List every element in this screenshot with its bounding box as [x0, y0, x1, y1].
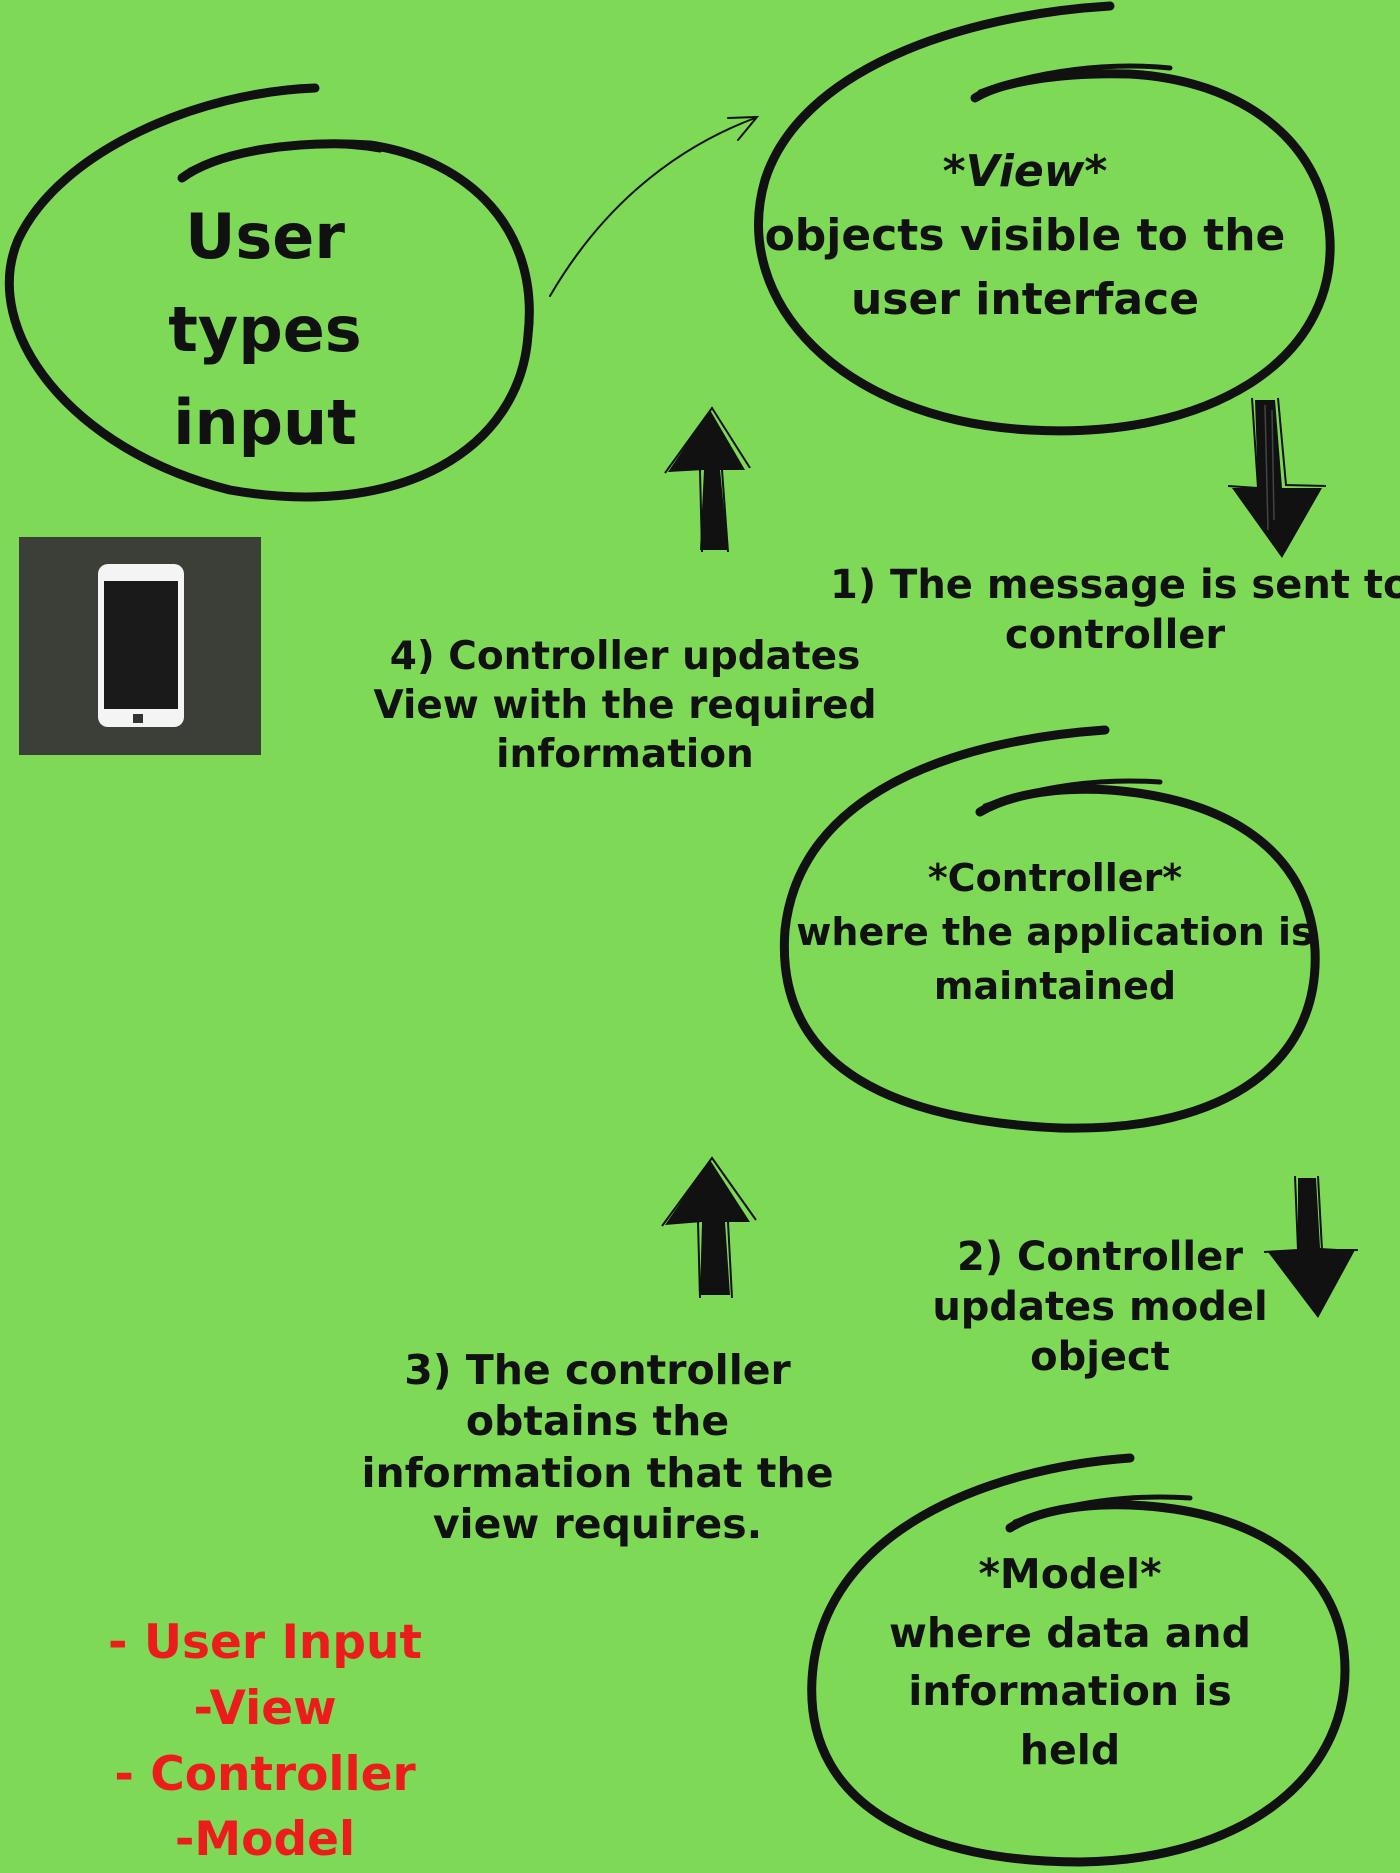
legend-item: - User Input: [108, 1615, 422, 1670]
user-input-bubble-outline: [4, 83, 534, 502]
view-node-label: *View* objects visible to the user inter…: [740, 140, 1310, 331]
model-node-label: *Model* where data and information is he…: [860, 1545, 1280, 1780]
step-3-line: information that the: [361, 1448, 834, 1497]
view-node-title: *View*: [942, 146, 1108, 197]
controller-node-line: where the application is: [796, 909, 1314, 954]
step-1-line: 1) The message is sent to: [830, 562, 1400, 608]
step-2-label: 2) Controller updates model object: [920, 1232, 1280, 1382]
model-node-line: where data and: [889, 1608, 1251, 1657]
view-node-line: objects visible to the: [764, 209, 1286, 261]
arrow-user-to-view: [549, 115, 760, 297]
arrow-controller-to-view: [664, 406, 751, 553]
model-node-title: *Model*: [978, 1550, 1162, 1598]
model-bubble-outline: [807, 1453, 1350, 1867]
step-4-label: 4) Controller updates View with the requ…: [360, 633, 890, 779]
legend: - User Input -View - Controller -Model: [90, 1610, 440, 1873]
step-3-line: 3) The controller: [404, 1346, 791, 1394]
arrow-model-to-controller: [661, 1156, 757, 1299]
step-3-label: 3) The controller obtains the informatio…: [345, 1345, 850, 1550]
legend-item: -Model: [174, 1812, 356, 1868]
step-2-line: 2) Controller: [957, 1234, 1243, 1280]
legend-item: - Controller: [114, 1746, 416, 1802]
arrow-controller-to-model: [1263, 1175, 1358, 1318]
step-4-line: View with the required: [373, 682, 877, 728]
view-bubble-outline: [754, 1, 1335, 436]
model-node-line: information is: [908, 1667, 1232, 1716]
step-4-line: 4) Controller updates: [389, 634, 861, 679]
user-input-node-label: User types input: [110, 190, 420, 469]
controller-bubble-outline: [779, 725, 1320, 1133]
step-1-line: controller: [1004, 612, 1226, 658]
step-3-line: obtains the: [465, 1397, 730, 1446]
arrow-view-to-controller: [1227, 397, 1327, 558]
step-4-line: information: [496, 731, 754, 777]
step-2-line: updates model: [932, 1284, 1268, 1330]
user-input-line: types: [168, 293, 362, 366]
model-node-line: held: [1019, 1725, 1121, 1774]
device-tile: [19, 537, 261, 755]
controller-node-label: *Controller* where the application is ma…: [790, 852, 1320, 1014]
user-input-line: input: [173, 386, 357, 459]
controller-node-title: *Controller*: [927, 856, 1183, 900]
step-2-line: object: [1030, 1334, 1170, 1380]
user-input-line: User: [185, 200, 345, 273]
smartphone-icon: [98, 564, 184, 727]
controller-node-line: maintained: [933, 963, 1177, 1008]
view-node-line: user interface: [850, 273, 1200, 325]
legend-item: -View: [193, 1680, 337, 1736]
step-3-line: view requires.: [432, 1499, 763, 1548]
step-1-label: 1) The message is sent to controller: [830, 560, 1400, 660]
